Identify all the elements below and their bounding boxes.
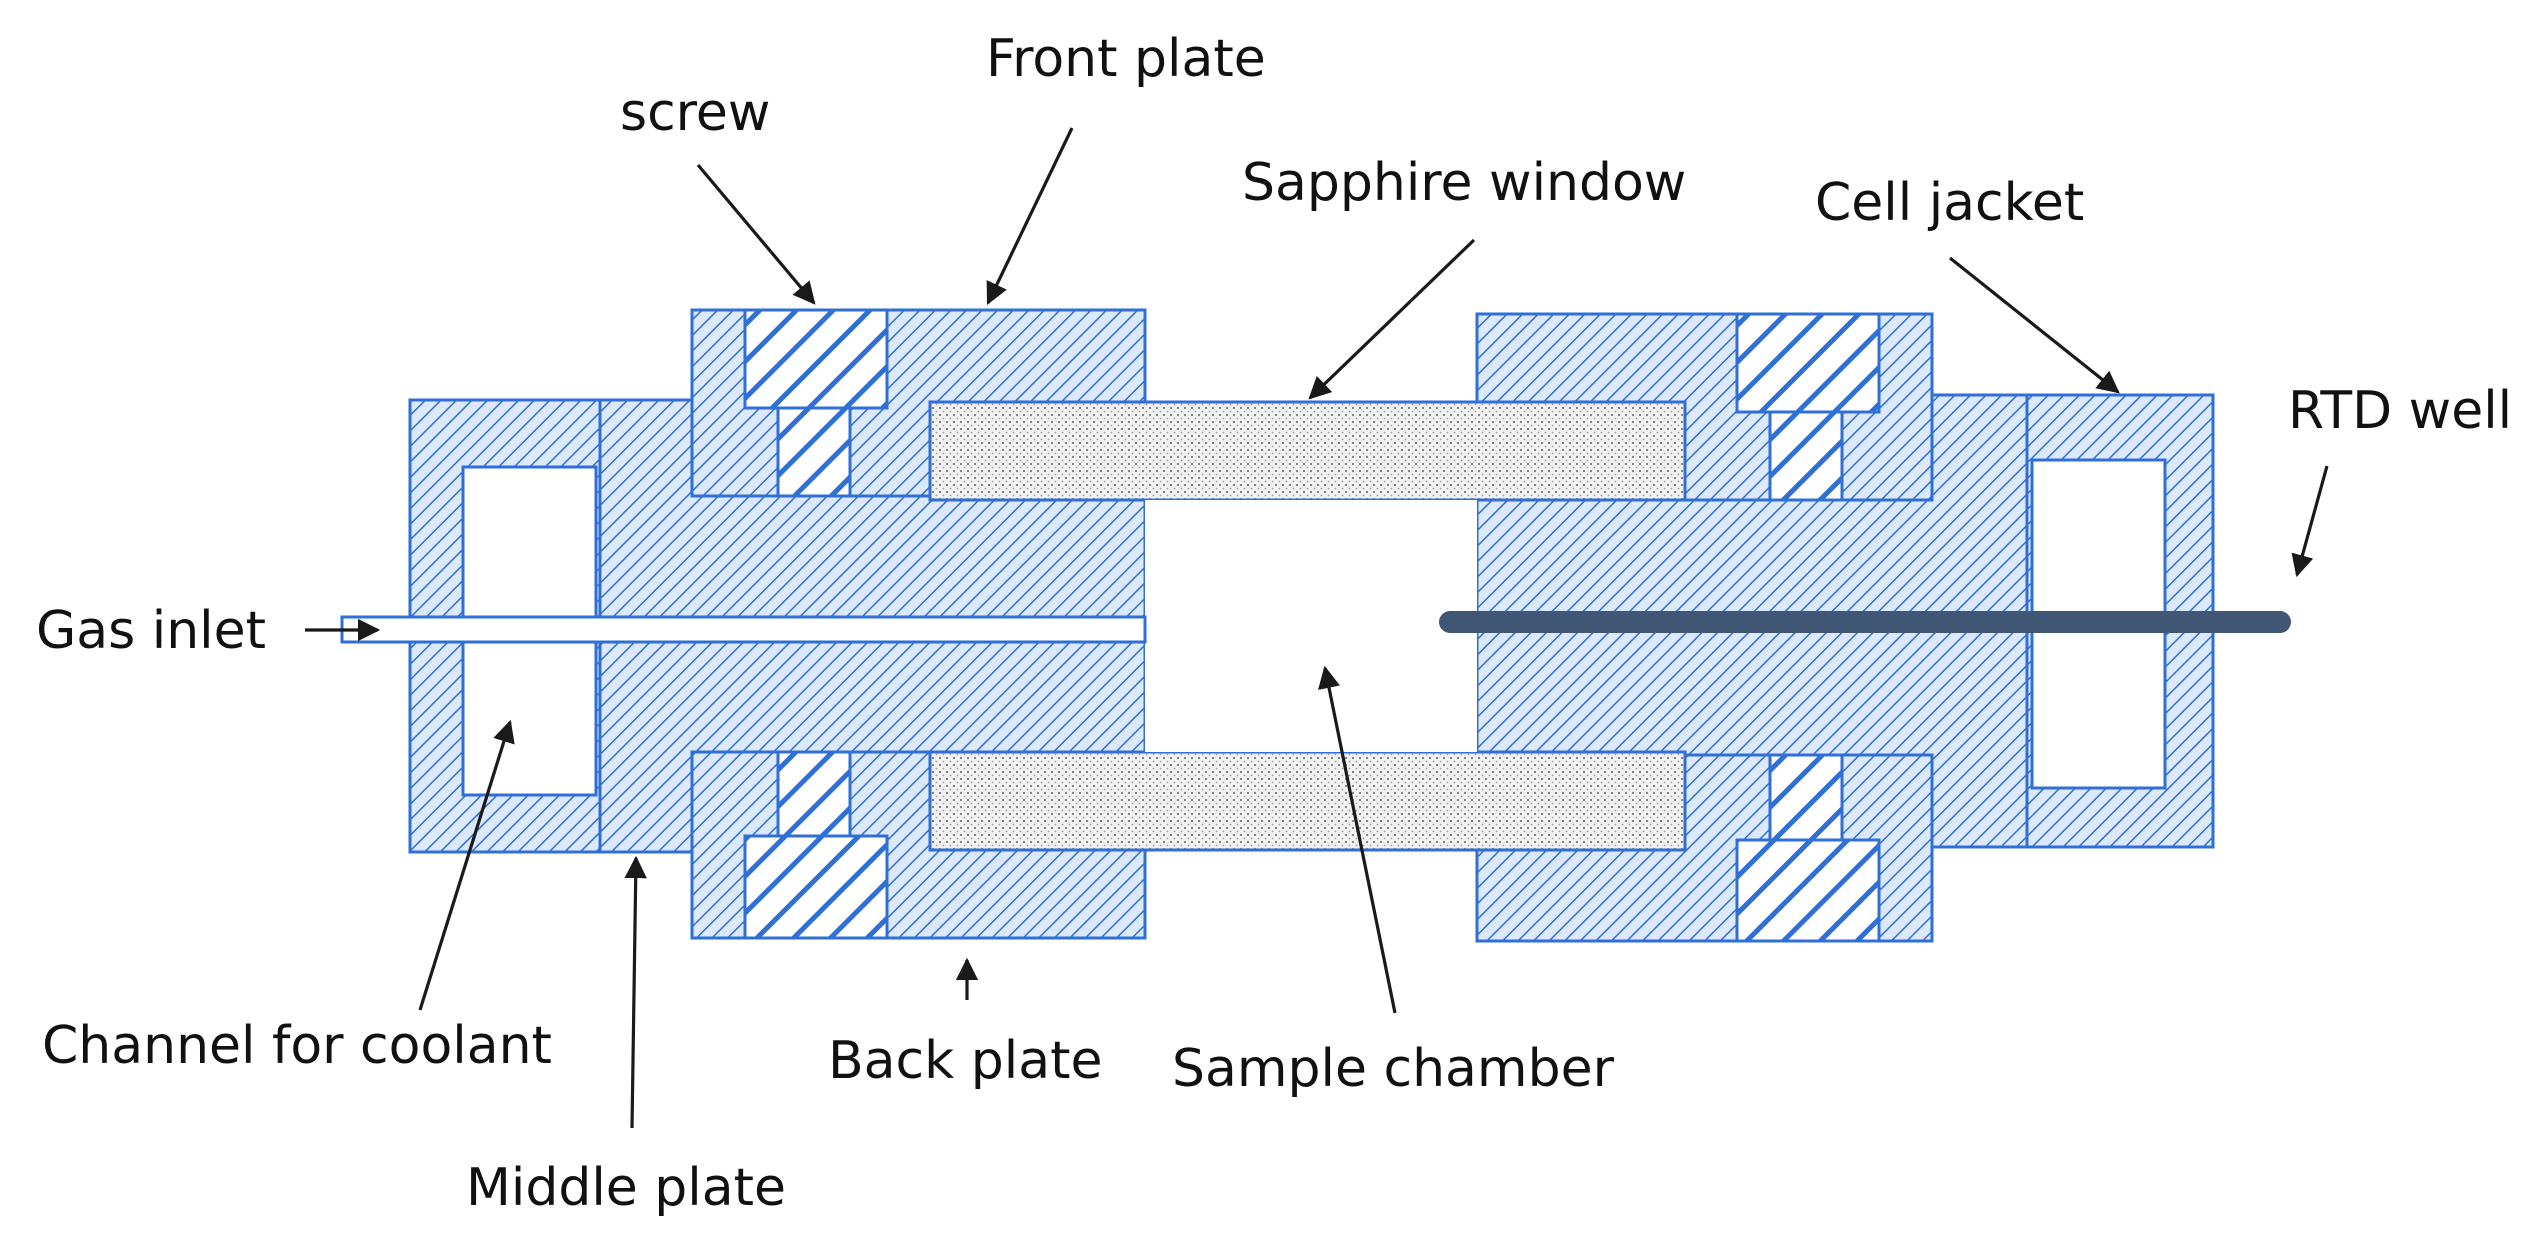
middle-plate-arrow bbox=[624, 855, 647, 1129]
rtd-well-label: RTD well bbox=[2288, 381, 2512, 441]
sapphire-window-top bbox=[928, 400, 1687, 502]
sample-chamber-arrow bbox=[1318, 665, 1397, 1014]
sapphire-window-bottom bbox=[928, 750, 1687, 852]
channel-for-coolant-label: Channel for coolant bbox=[42, 1016, 552, 1076]
right-bottom-screw bbox=[1735, 753, 1881, 943]
back-plate-label: Back plate bbox=[828, 1031, 1102, 1091]
screw-arrow bbox=[696, 163, 816, 305]
gas-inlet-tube bbox=[340, 615, 1147, 644]
sample-chamber-label: Sample chamber bbox=[1172, 1039, 1615, 1099]
cell-jacket-label: Cell jacket bbox=[1815, 173, 2084, 233]
front-plate-label: Front plate bbox=[986, 29, 1266, 89]
sapphire-window-label: Sapphire window bbox=[1242, 153, 1686, 213]
gas-inlet-label: Gas inlet bbox=[36, 601, 266, 661]
rtd-well-arrow bbox=[2291, 465, 2329, 578]
right-top-screw bbox=[1735, 312, 1881, 502]
middle-plate-label: Middle plate bbox=[466, 1158, 786, 1218]
coolant-channel-arrow bbox=[418, 719, 515, 1011]
front-plate-arrow bbox=[986, 127, 1074, 306]
sapphire-window-arrow bbox=[1308, 238, 1476, 400]
screw-label: screw bbox=[620, 83, 770, 143]
left-bottom-screw bbox=[743, 750, 889, 940]
sample-chamber bbox=[1145, 500, 1477, 752]
cell-jacket-arrow bbox=[1949, 256, 2120, 394]
left-top-screw bbox=[743, 308, 889, 498]
